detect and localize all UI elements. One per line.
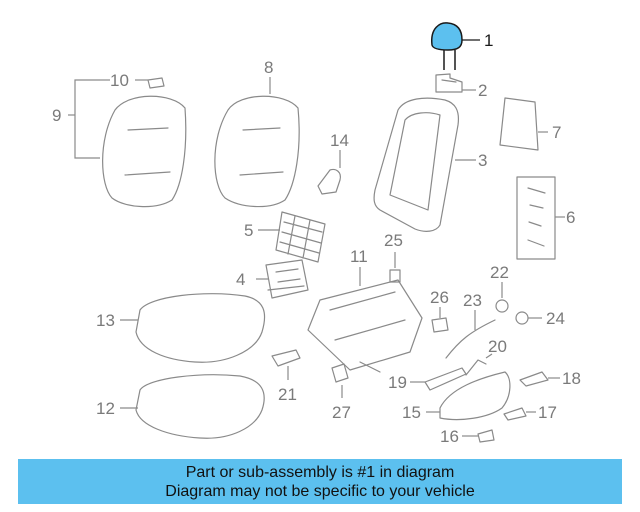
part-8-seatback-cover[interactable] (214, 95, 300, 208)
part-7-back-panel[interactable] (499, 97, 539, 151)
part-9-seatback[interactable] (102, 95, 187, 208)
callout-24: 24 (546, 309, 565, 328)
callout-25: 25 (384, 231, 403, 250)
seat-parts-diagram: 1 2 3 4 5 6 7 8 9 10 11 12 13 14 15 16 1… (52, 22, 581, 446)
callout-17: 17 (538, 403, 557, 422)
info-banner: Part or sub-assembly is #1 in diagram Di… (18, 459, 622, 504)
callout-27: 27 (332, 403, 351, 422)
callout-13: 13 (96, 311, 115, 330)
part-2-guides[interactable] (435, 73, 463, 93)
leader-lines (68, 39, 565, 437)
callout-labels: 1 2 3 4 5 6 7 8 9 10 11 12 13 14 15 16 1… (52, 31, 581, 446)
callout-20: 20 (488, 337, 507, 356)
callout-22: 22 (490, 263, 509, 282)
part-26-bolt[interactable] (431, 317, 449, 333)
part-22-grommet[interactable] (495, 299, 509, 313)
part-3-seatback-frame[interactable] (373, 97, 460, 232)
callout-9: 9 (52, 106, 61, 125)
banner-line-2: Diagram may not be specific to your vehi… (165, 483, 475, 500)
part-21-bracket[interactable] (271, 349, 301, 367)
part-12-cushion[interactable] (135, 374, 265, 439)
part-11-seat-frame[interactable] (307, 279, 423, 373)
callout-5: 5 (244, 221, 253, 240)
part-17-cover[interactable] (503, 407, 527, 421)
part-24-nut[interactable] (515, 311, 529, 325)
callout-21: 21 (278, 385, 297, 404)
callout-7: 7 (552, 123, 561, 142)
callout-4: 4 (236, 270, 245, 289)
callout-10: 10 (110, 71, 129, 90)
callout-16: 16 (440, 427, 459, 446)
callout-26: 26 (430, 288, 449, 307)
callout-2: 2 (478, 81, 487, 100)
parts-drawing (102, 22, 556, 443)
part-16-cap[interactable] (477, 429, 495, 443)
part-23-cable[interactable] (445, 319, 496, 359)
callout-8: 8 (264, 58, 273, 77)
callout-15: 15 (402, 403, 421, 422)
callout-3: 3 (478, 151, 487, 170)
part-15-side-shield[interactable] (439, 371, 511, 421)
part-1-headrest[interactable] (431, 22, 463, 70)
part-13-cushion-cover[interactable] (135, 293, 266, 363)
callout-18: 18 (562, 369, 581, 388)
part-18-knob[interactable] (519, 371, 549, 387)
callout-23: 23 (463, 291, 482, 310)
callout-6: 6 (566, 208, 575, 227)
callout-14: 14 (330, 131, 349, 150)
part-20-lever[interactable] (465, 359, 487, 376)
callout-11: 11 (350, 247, 368, 266)
banner-line-1: Part or sub-assembly is #1 in diagram (185, 464, 455, 481)
part-4-lumbar[interactable] (265, 259, 309, 299)
part-27-clip[interactable] (331, 363, 349, 383)
part-10-clip[interactable] (147, 77, 165, 89)
part-6-clips[interactable] (516, 176, 556, 260)
callout-19: 19 (388, 373, 407, 392)
callout-12: 12 (96, 399, 115, 418)
part-14-harness[interactable] (317, 168, 341, 195)
part-19-switch[interactable] (424, 367, 467, 391)
callout-1: 1 (484, 31, 493, 50)
part-5-spring-mat[interactable] (275, 211, 326, 263)
part-25-connector[interactable] (389, 269, 401, 283)
